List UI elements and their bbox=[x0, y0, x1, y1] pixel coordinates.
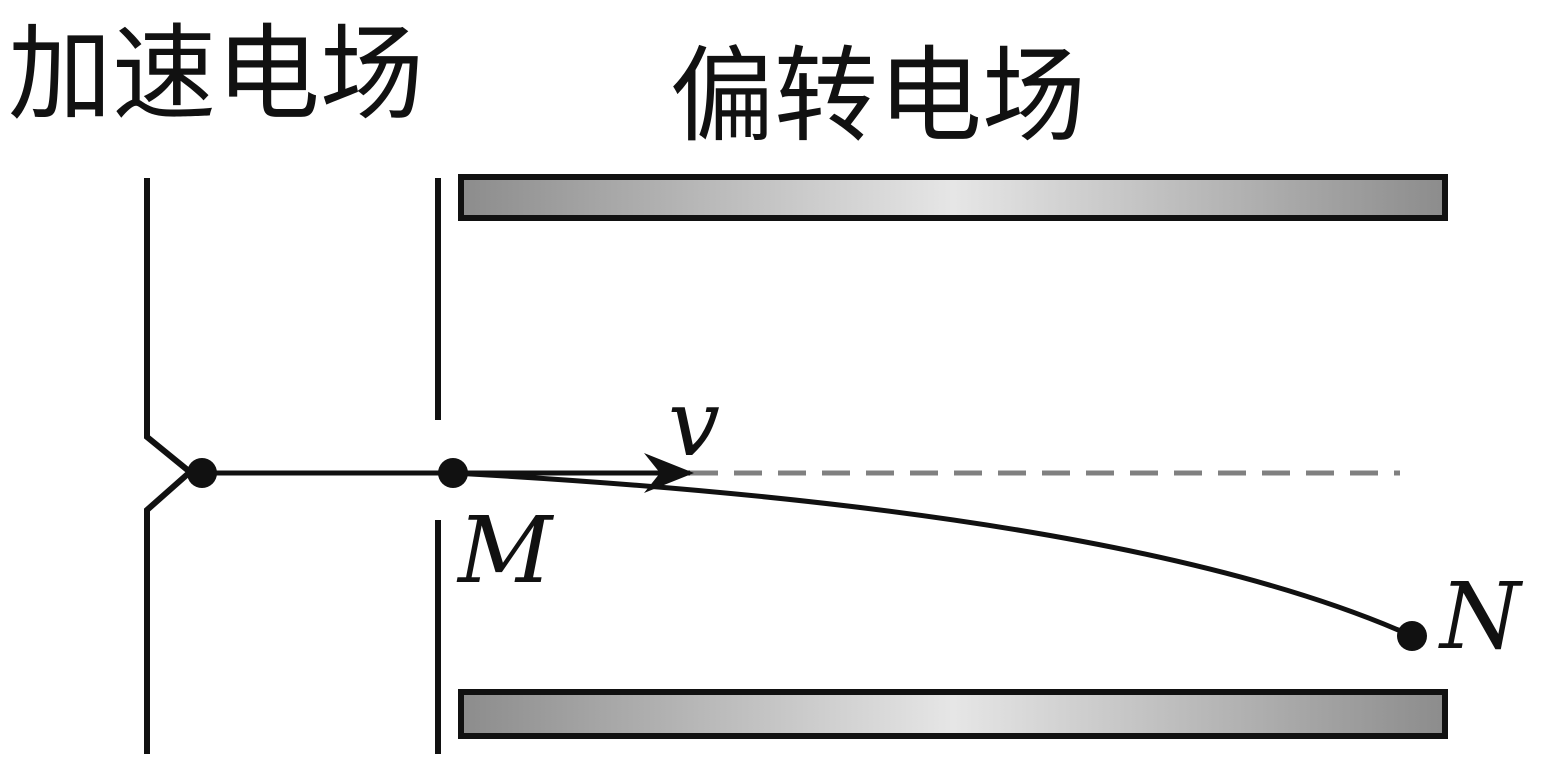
accel-left-plate bbox=[144, 178, 195, 754]
deflected-trajectory bbox=[452, 470, 1414, 639]
point-m-label: M bbox=[456, 497, 555, 604]
deflect-bottom-plate bbox=[458, 689, 1448, 739]
velocity-arrowhead bbox=[644, 453, 694, 493]
velocity-label: v bbox=[668, 370, 720, 477]
deflect-field-title: 偏转电场 bbox=[670, 35, 1086, 157]
point-m-dot bbox=[438, 458, 468, 488]
point-n-label: N bbox=[1438, 563, 1524, 670]
source-point bbox=[187, 458, 217, 488]
deflect-top-plate bbox=[458, 174, 1448, 221]
accel-field-title: 加速电场 bbox=[8, 13, 424, 135]
point-n-dot bbox=[1397, 621, 1427, 651]
